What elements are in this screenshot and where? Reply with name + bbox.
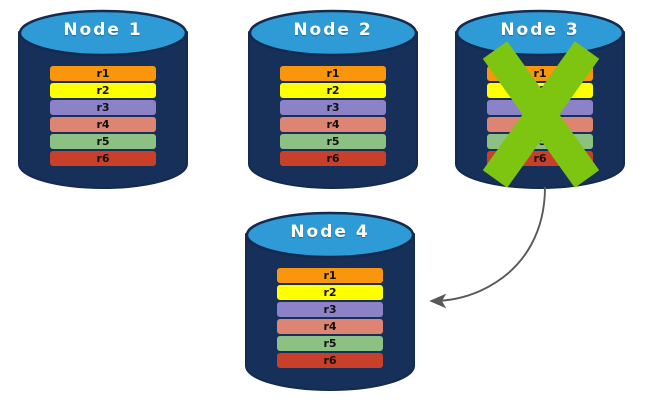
cylinder-top — [455, 9, 625, 57]
replica-bar-r5[interactable]: r5 — [277, 336, 383, 351]
replica-stack: r1 r2 r3 r4 r5 r6 — [245, 268, 415, 368]
replica-bar-r2[interactable]: r2 — [277, 285, 383, 300]
replica-stack: r1 r2 r3 r4 r5 r6 — [248, 66, 418, 166]
cylinder-top — [248, 9, 418, 57]
replica-bar-r6[interactable]: r6 — [50, 151, 156, 166]
replica-bar-r6[interactable]: r6 — [277, 353, 383, 368]
cylinder-top — [18, 9, 188, 57]
replica-bar-r3[interactable]: r3 — [280, 100, 386, 115]
replica-bar-r3[interactable]: r3 — [50, 100, 156, 115]
replica-bar-r1[interactable]: r1 — [277, 268, 383, 283]
replica-bar-r4[interactable]: r4 — [280, 117, 386, 132]
replica-bar-r2[interactable]: r2 — [487, 83, 593, 98]
replica-bar-r5[interactable]: r5 — [50, 134, 156, 149]
replica-bar-r6[interactable]: r6 — [280, 151, 386, 166]
replica-stack: r1 r2 r3 r4 r5 r6 — [455, 66, 625, 166]
replica-bar-r5[interactable]: r5 — [487, 134, 593, 149]
replica-bar-r3[interactable]: r3 — [487, 100, 593, 115]
replica-bar-r5[interactable]: r5 — [280, 134, 386, 149]
replica-bar-r4[interactable]: r4 — [487, 117, 593, 132]
replica-stack: r1 r2 r3 r4 r5 r6 — [18, 66, 188, 166]
replica-bar-r4[interactable]: r4 — [277, 319, 383, 334]
cylinder-top — [245, 211, 415, 259]
replica-bar-r3[interactable]: r3 — [277, 302, 383, 317]
replica-bar-r1[interactable]: r1 — [280, 66, 386, 81]
replica-bar-r4[interactable]: r4 — [50, 117, 156, 132]
replica-bar-r1[interactable]: r1 — [50, 66, 156, 81]
replica-bar-r2[interactable]: r2 — [50, 83, 156, 98]
replica-bar-r6[interactable]: r6 — [487, 151, 593, 166]
replica-bar-r1[interactable]: r1 — [487, 66, 593, 81]
replica-bar-r2[interactable]: r2 — [280, 83, 386, 98]
